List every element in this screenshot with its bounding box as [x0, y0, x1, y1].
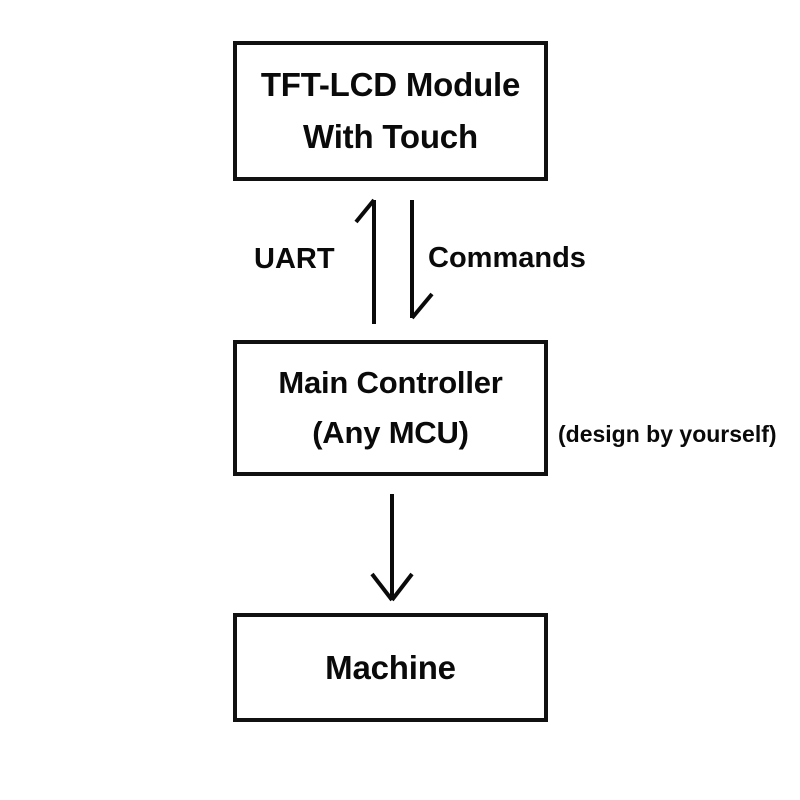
edge-label-commands: Commands [428, 242, 586, 274]
edge-label-uart: UART [254, 243, 335, 275]
arrow-commands-down [410, 200, 434, 320]
node-machine: Machine [233, 613, 548, 722]
node-tft-lcd-module-line2: With Touch [303, 118, 478, 155]
node-machine-line1: Machine [325, 648, 456, 686]
node-main-controller-line2: (Any MCU) [312, 415, 469, 450]
node-tft-lcd-module: TFT-LCD Module With Touch [233, 41, 548, 181]
node-main-controller: Main Controller (Any MCU) [233, 340, 548, 476]
arrow-uart-up [354, 198, 376, 324]
arrow-mcu-to-machine [370, 494, 414, 602]
annotation-design-by-yourself: (design by yourself) [558, 421, 777, 447]
node-tft-lcd-module-line1: TFT-LCD Module [260, 66, 521, 103]
node-main-controller-line1: Main Controller [278, 365, 503, 400]
